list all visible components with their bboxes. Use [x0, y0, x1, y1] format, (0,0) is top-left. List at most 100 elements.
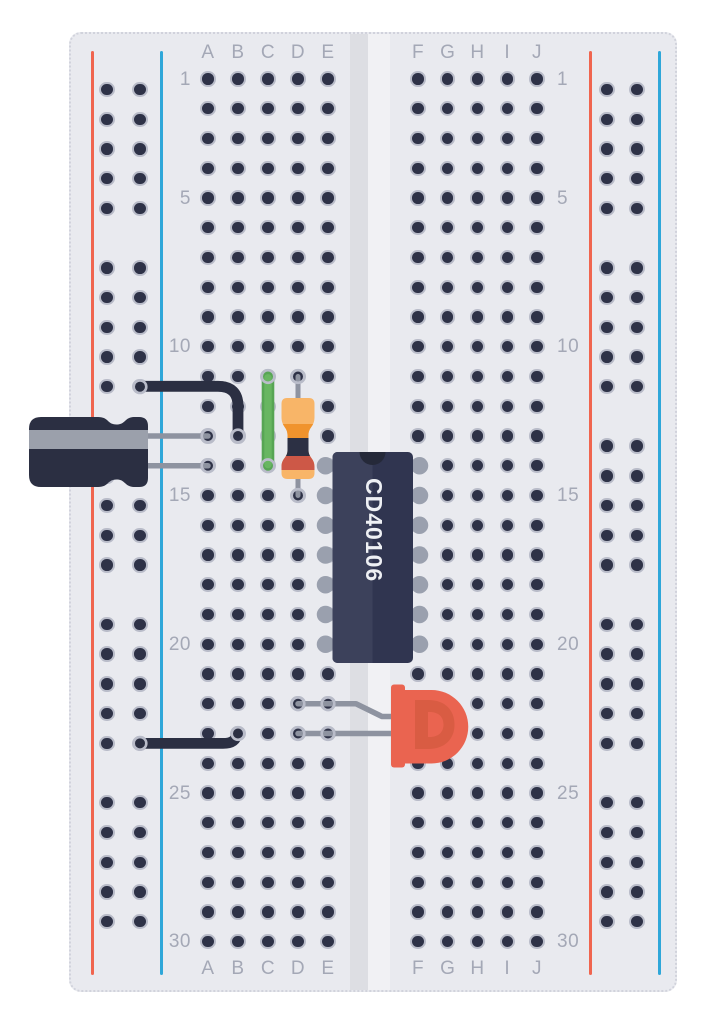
breadboard-hole	[499, 904, 515, 920]
breadboard-hole	[410, 844, 426, 861]
breadboard-hole	[290, 160, 306, 176]
breadboard-hole	[629, 379, 645, 395]
breadboard-hole	[529, 220, 545, 236]
breadboard-hole	[440, 190, 456, 206]
breadboard-hole	[599, 170, 615, 187]
breadboard-hole	[230, 547, 246, 563]
breadboard	[69, 32, 677, 992]
breadboard-hole	[132, 319, 148, 335]
breadboard-hole	[132, 557, 148, 573]
breadboard-hole	[469, 904, 486, 920]
row-label-left: 25	[168, 782, 191, 804]
breadboard-hole	[629, 111, 645, 127]
breadboard-hole	[132, 349, 148, 365]
breadboard-hole	[260, 904, 276, 920]
electrolytic-capacitor[interactable]	[29, 417, 211, 487]
breadboard-hole	[629, 468, 645, 484]
breadboard-hole	[290, 101, 306, 117]
breadboard-hole	[469, 220, 486, 236]
breadboard-hole	[320, 904, 336, 920]
breadboard-hole	[499, 190, 515, 206]
ic-chip[interactable]: CD40106	[316, 452, 429, 663]
row-label-right: 15	[557, 485, 580, 506]
breadboard-hole	[132, 141, 148, 157]
breadboard-hole	[629, 676, 645, 692]
breadboard-hole	[529, 606, 545, 623]
resistor[interactable]	[280, 374, 316, 498]
breadboard-hole	[200, 190, 216, 206]
breadboard-hole	[629, 557, 645, 573]
breadboard-hole	[440, 636, 456, 652]
breadboard-hole	[410, 785, 426, 801]
breadboard-hole	[99, 170, 115, 187]
breadboard-hole	[132, 854, 148, 870]
breadboard-hole	[410, 130, 426, 147]
breadboard-hole	[320, 160, 336, 176]
jumper-wire-bottom[interactable]	[134, 727, 242, 749]
row-label-left: 10	[168, 336, 191, 358]
column-label-top: A	[201, 41, 215, 63]
breadboard-hole	[529, 636, 545, 652]
breadboard-hole	[230, 696, 246, 712]
breadboard-hole	[599, 497, 615, 514]
breadboard-hole	[469, 398, 486, 414]
breadboard-hole	[599, 913, 615, 930]
breadboard-hole	[260, 190, 276, 206]
breadboard-hole	[599, 646, 615, 662]
breadboard-hole	[499, 844, 515, 861]
column-label-top: D	[290, 41, 306, 63]
breadboard-hole	[99, 795, 115, 811]
breadboard-hole	[99, 676, 115, 692]
breadboard-hole	[260, 547, 276, 563]
breadboard-hole	[132, 527, 148, 543]
breadboard-hole	[469, 71, 486, 87]
breadboard-hole	[410, 249, 426, 266]
breadboard-hole	[629, 854, 645, 870]
breadboard-hole	[290, 339, 306, 355]
breadboard-hole	[99, 497, 115, 514]
breadboard-hole	[200, 279, 216, 295]
breadboard-hole	[290, 874, 306, 890]
breadboard-hole	[200, 696, 216, 712]
breadboard-hole	[599, 735, 615, 752]
breadboard-hole	[440, 160, 456, 176]
breadboard-hole	[599, 319, 615, 335]
breadboard-hole	[410, 398, 426, 414]
breadboard-hole	[230, 666, 246, 682]
breadboard-hole	[230, 458, 246, 474]
breadboard-hole	[440, 606, 456, 623]
breadboard-hole	[440, 815, 456, 831]
breadboard-hole	[529, 368, 545, 385]
column-label-bottom: D	[290, 957, 306, 979]
breadboard-hole	[499, 517, 515, 533]
breadboard-hole	[629, 824, 645, 841]
breadboard-hole	[320, 874, 336, 890]
breadboard-hole	[290, 279, 306, 295]
breadboard-hole	[260, 934, 276, 950]
breadboard-hole	[599, 379, 615, 395]
breadboard-hole	[132, 260, 148, 276]
breadboard-hole	[132, 289, 148, 306]
breadboard-hole	[290, 785, 306, 801]
breadboard-hole	[629, 289, 645, 306]
breadboard-hole	[200, 815, 216, 831]
breadboard-hole	[440, 339, 456, 355]
breadboard-hole	[440, 428, 456, 444]
breadboard-hole	[320, 220, 336, 236]
breadboard-hole	[230, 785, 246, 801]
breadboard-hole	[132, 616, 148, 633]
breadboard-hole	[230, 160, 246, 176]
breadboard-hole	[320, 279, 336, 295]
breadboard-hole	[529, 190, 545, 206]
breadboard-hole	[200, 71, 216, 87]
led[interactable]	[295, 684, 469, 768]
breadboard-hole	[469, 428, 486, 444]
breadboard-hole	[290, 220, 306, 236]
breadboard-hole	[320, 398, 336, 414]
breadboard-hole	[499, 279, 515, 295]
breadboard-hole	[260, 696, 276, 712]
breadboard-hole	[260, 71, 276, 87]
breadboard-hole	[230, 815, 246, 831]
breadboard-hole	[132, 497, 148, 514]
jumper-wire-top[interactable]	[134, 380, 244, 437]
